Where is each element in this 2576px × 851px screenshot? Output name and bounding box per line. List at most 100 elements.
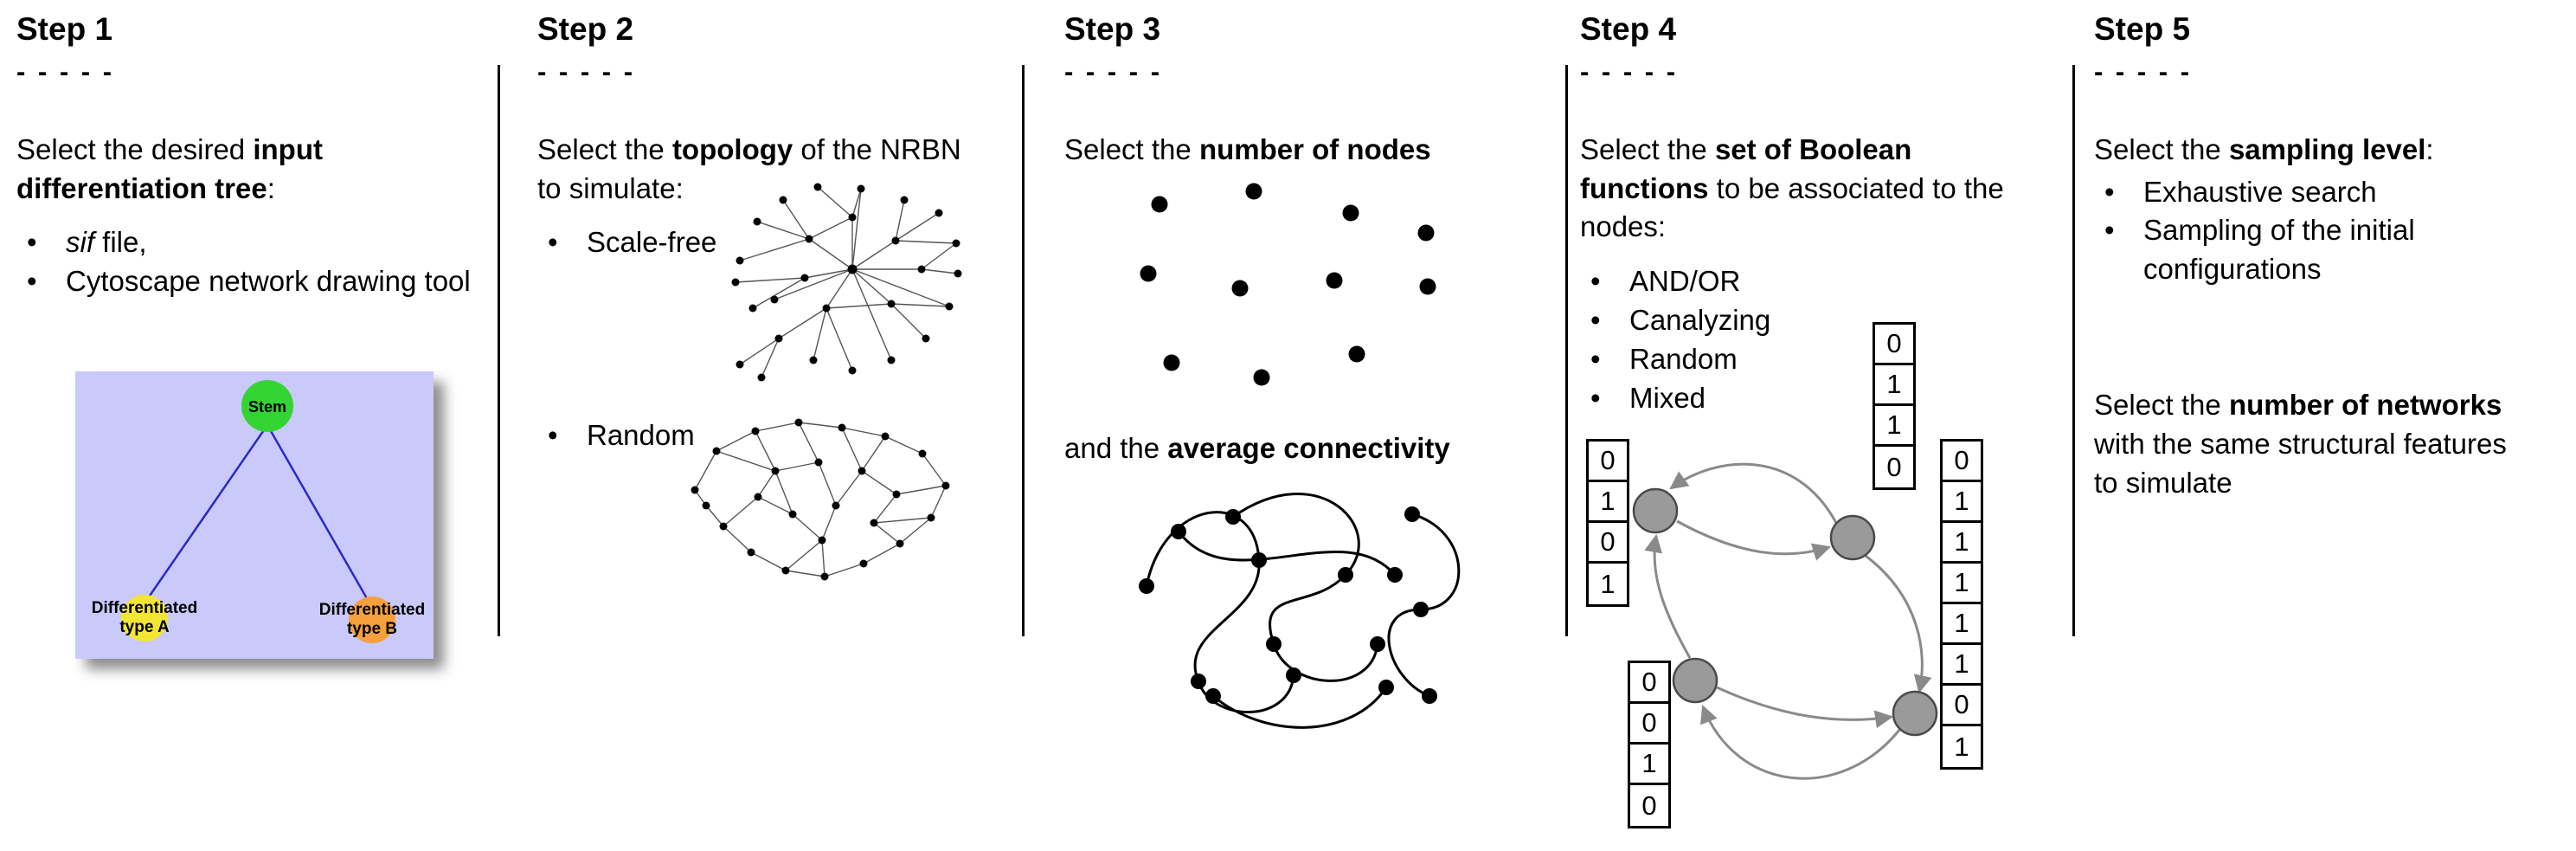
step-1-intro: Select the desired input differentiation… (16, 131, 501, 209)
step-4-dashes: - - - - - (1580, 55, 1679, 87)
column-divider (2072, 65, 2075, 636)
step-1-bullet-list: sif file, Cytoscape network drawing tool (16, 223, 501, 301)
step-2-column: Step 2 - - - - - Select the topology of … (537, 11, 1009, 839)
arrow-n3-to-n1 (1644, 533, 1692, 659)
truth-table-cell: 0 (1943, 686, 1981, 726)
bullet-sampling-initial: Sampling of the initial configurations (2094, 211, 2568, 289)
boolean-network-diagram: 0 1 1 0 0 1 0 1 0 1 1 1 1 1 0 1 (1580, 315, 1995, 850)
step-5-column: Step 5 - - - - - Select the sampling lev… (2094, 11, 2568, 839)
truth-table-cell: 0 (1641, 790, 1657, 821)
bullet-and-or: AND/OR (1580, 262, 2060, 301)
scale-free-network-graphic (731, 183, 962, 382)
step-3-title: Step 3 (1064, 11, 1161, 47)
arrow-n2-to-n1 (1669, 462, 1838, 524)
step-4-intro: Select the set of Boolean functions to b… (1580, 132, 2004, 243)
connectivity-tangle-graphic (1139, 493, 1461, 730)
type-b-label-line1: Differentiated (319, 601, 425, 619)
scale-free-edges (735, 186, 959, 378)
truth-table-cell: 0 (1943, 442, 1981, 482)
step-1-title: Step 1 (16, 11, 113, 47)
truth-table-cell: 1 (1943, 482, 1981, 523)
sif-italic: sif (66, 226, 94, 259)
random-edges (694, 422, 947, 577)
boolean-node-2 (1829, 514, 1876, 561)
step-4-title: Step 4 (1580, 11, 1677, 47)
type-b-label-line2: type B (347, 620, 397, 638)
step-3-line2: and the average connectivity (1064, 431, 1450, 464)
arrow-n1-to-n2 (1676, 519, 1832, 561)
bullet-canalyzing: Canalyzing (1580, 301, 2060, 340)
network-arrows (1644, 462, 1932, 780)
differentiation-tree-figure: Stem Differentiated type A Differentiate… (75, 371, 434, 659)
boolean-node-3 (1672, 657, 1718, 704)
arrow-n2-to-n4 (1865, 554, 1932, 694)
truth-table-cell: 1 (1954, 731, 1969, 762)
step-2-dashes: - - - - - (537, 55, 636, 87)
truth-table-cell: 0 (1589, 442, 1627, 482)
boolean-node-4 (1892, 690, 1938, 737)
step-2-title: Step 2 (537, 11, 634, 47)
nodes-dots-graphic (1140, 183, 1436, 386)
intro-bold: input differentiation tree (16, 132, 323, 204)
intro-pre: Select the desired (16, 132, 254, 165)
node-dots (1140, 183, 1436, 386)
truth-table-cell: 0 (1875, 325, 1913, 365)
truth-table-cell: 1 (1589, 482, 1627, 523)
differentiation-tree-svg: Stem Differentiated type A Differentiate… (75, 371, 434, 659)
step-5-bullet-list: Exhaustive search Sampling of the initia… (2094, 173, 2568, 290)
truth-table-top: 0 1 1 0 (1873, 322, 1916, 490)
step-1-dashes: - - - - - (16, 55, 115, 87)
random-network-graphic (691, 418, 950, 581)
stem-label: Stem (248, 398, 286, 416)
bullet-sif-file: sif file, (16, 223, 501, 262)
bullet-random: Random (537, 416, 1009, 455)
intro-post: : (267, 171, 275, 204)
arrow-n3-to-n4 (1716, 686, 1894, 729)
truth-table-cell: 1 (1875, 406, 1913, 447)
truth-table-left: 0 1 0 1 (1586, 439, 1629, 607)
step-2-intro: Select the topology of the NRBN to simul… (537, 132, 961, 204)
tangle-nodes (1139, 506, 1437, 705)
step-3-line1: Select the number of nodes (1064, 132, 1431, 165)
truth-table-cell: 1 (1943, 645, 1981, 686)
truth-table-right: 0 1 1 1 1 1 0 1 (1940, 439, 1983, 770)
edge-stem-to-type-a (146, 424, 269, 599)
type-a-node (121, 595, 168, 641)
tangle-edges (1145, 493, 1461, 730)
edge-stem-to-type-b (266, 424, 369, 601)
tree-edges (146, 424, 369, 601)
step-4-column: Step 4 - - - - - Select the set of Boole… (1580, 11, 2060, 839)
truth-table-cell: 1 (1943, 523, 1981, 564)
type-b-node (349, 596, 395, 643)
bullet-mixed: Mixed (1580, 379, 2060, 418)
type-a-label-line1: Differentiated (92, 599, 197, 617)
boolean-network-svg (1632, 462, 1938, 780)
truth-table-cell: 1 (1600, 568, 1616, 599)
network-nodes (1632, 487, 1938, 737)
random-nodes (691, 418, 950, 581)
truth-table-cell: 0 (1886, 451, 1902, 482)
column-divider (1565, 65, 1568, 636)
truth-table-cell: 0 (1630, 704, 1668, 745)
column-divider (498, 65, 500, 636)
truth-table-cell: 1 (1943, 604, 1981, 645)
step-5-intro: Select the sampling level: (2094, 132, 2434, 165)
scale-free-nodes (731, 183, 962, 382)
step-3-column: Step 3 - - - - - Select the number of no… (1064, 11, 1553, 839)
truth-table-bottom: 0 0 1 0 (1628, 661, 1671, 828)
column-divider (1022, 65, 1025, 636)
boolean-node-1 (1632, 487, 1679, 534)
bullet-exhaustive-search: Exhaustive search (2094, 173, 2568, 212)
bullet-random-fn: Random (1580, 340, 2060, 379)
bullet-scale-free: Scale-free (537, 223, 1009, 262)
truth-table-cell: 1 (1630, 745, 1668, 785)
step-5-title: Step 5 (2094, 11, 2191, 47)
bullet-cytoscape: Cytoscape network drawing tool (16, 262, 501, 301)
truth-table-cell: 0 (1630, 663, 1668, 704)
step-1-column: Step 1 - - - - - Select the desired inpu… (16, 11, 501, 839)
step-3-dashes: - - - - - (1064, 55, 1163, 87)
stem-node (241, 380, 293, 432)
type-a-label-line2: type A (119, 618, 170, 636)
arrow-n4-to-n3 (1700, 705, 1902, 780)
